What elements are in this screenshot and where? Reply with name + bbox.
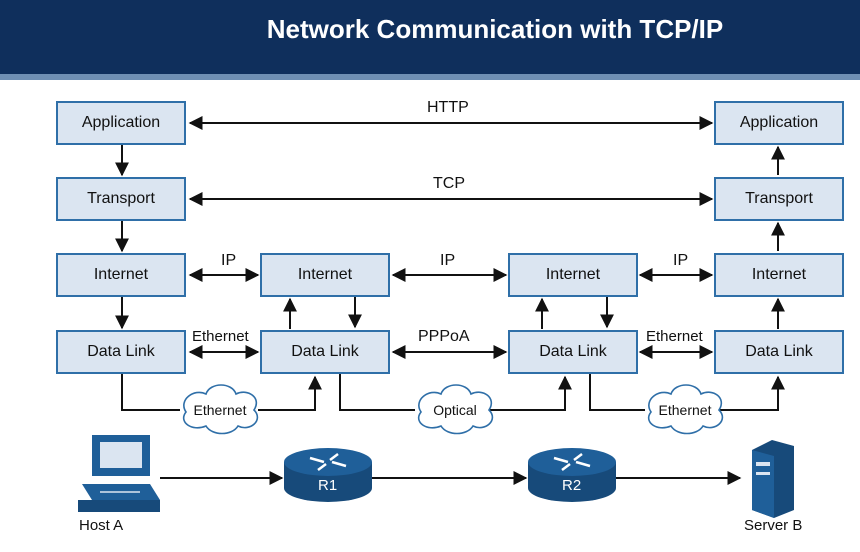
computer-icon [78, 435, 160, 512]
r1-label: R1 [318, 477, 338, 494]
r1-internet-box: Internet [260, 253, 390, 297]
ip-label-3: IP [673, 252, 689, 269]
cloud-optical-label: Optical [433, 402, 477, 418]
ip-label-2: IP [440, 252, 456, 269]
r2-label: R2 [562, 477, 582, 494]
cloud-icon [182, 384, 259, 435]
server-datalink-box: Data Link [714, 330, 844, 374]
host-application-box: Application [56, 101, 186, 145]
title-banner [0, 0, 860, 74]
router-icon [284, 448, 372, 502]
r2-datalink-box: Data Link [508, 330, 638, 374]
server-b-label: Server B [744, 517, 803, 534]
http-label: HTTP [427, 99, 469, 116]
server-transport-box: Transport [714, 177, 844, 221]
cloud-ethernet-label-1: Ethernet [193, 402, 247, 418]
ethernet-label-2: Ethernet [646, 328, 703, 345]
pppoa-label: PPPoA [418, 328, 470, 345]
physical-path-2b [478, 375, 572, 411]
r1-datalink-box: Data Link [260, 330, 390, 374]
title-underline [0, 74, 860, 80]
host-transport-box: Transport [56, 177, 186, 221]
physical-path-3 [589, 374, 645, 411]
physical-path-3b [717, 375, 785, 411]
physical-path-1b [258, 375, 322, 411]
tcp-label: TCP [433, 175, 465, 192]
router-icon [528, 448, 616, 502]
r2-internet-box: Internet [508, 253, 638, 297]
ethernet-label-1: Ethernet [192, 328, 249, 345]
ip-label-1: IP [221, 252, 237, 269]
host-internet-box: Internet [56, 253, 186, 297]
physical-path-2 [339, 374, 415, 411]
server-icon [752, 440, 794, 518]
host-datalink-box: Data Link [56, 330, 186, 374]
cloud-icon [647, 384, 724, 435]
host-a-label: Host A [79, 517, 124, 534]
page-title: Network Communication with TCP/IP [266, 14, 724, 44]
server-application-box: Application [714, 101, 844, 145]
physical-path-1 [121, 374, 180, 411]
cloud-icon [417, 384, 494, 435]
server-internet-box: Internet [714, 253, 844, 297]
cloud-ethernet-label-2: Ethernet [658, 402, 712, 418]
